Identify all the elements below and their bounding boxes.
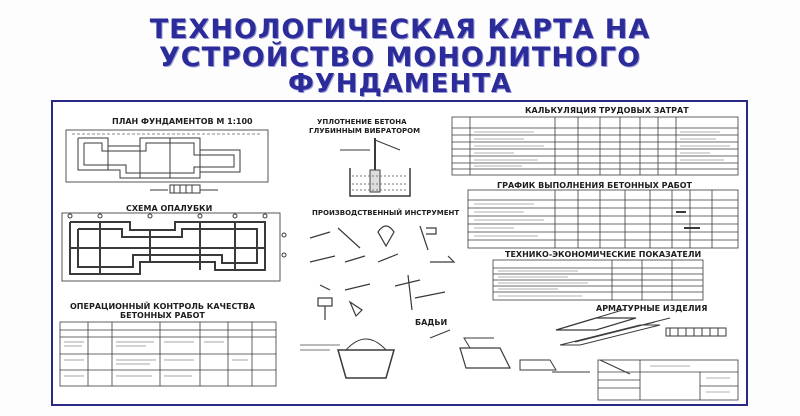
drawing-sheet-frame [51,100,748,406]
reinforcement-drawing [552,308,727,375]
vibrator-drawing [340,138,411,197]
buckets-drawing [300,329,557,379]
labor-cost-table [451,116,739,176]
labor-costs-label: КАЛЬКУЛЯЦИЯ ТРУДОВЫХ ЗАТРАТ [525,106,689,115]
poster-title-line-3: ФУНДАМЕНТА [287,69,513,99]
formwork-scheme-label: СХЕМА ОПАЛУБКИ [126,204,213,213]
operational-control-table [59,321,277,387]
foundation-plan-drawing [65,129,269,194]
formwork-scheme-drawing [61,212,287,282]
operational-control-label-2: БЕТОННЫХ РАБОТ [120,311,205,320]
poster-title-line-1: ТЕХНОЛОГИЧЕСКАЯ КАРТА НА [149,14,651,45]
tech-economic-table [492,259,704,301]
operational-control-label-1: ОПЕРАЦИОННЫЙ КОНТРОЛЬ КАЧЕСТВА [70,302,256,311]
concrete-schedule-table [467,189,739,249]
foundation-plan-label: ПЛАН ФУНДАМЕНТОВ М 1:100 [112,117,253,126]
production-tools-label: ПРОИЗВОДСТВЕННЫЙ ИНСТРУМЕНТ [312,209,460,217]
production-tools-drawing [309,225,456,320]
concrete-compaction-label-1: УПЛОТНЕНИЕ БЕТОНА [317,118,407,126]
concrete-compaction-label-2: ГЛУБИННЫМ ВИБРАТОРОМ [309,127,421,135]
title-block [597,359,739,401]
buckets-label: БАДЬИ [415,318,448,327]
tech-economic-label: ТЕХНИКО-ЭКОНОМИЧЕСКИЕ ПОКАЗАТЕЛИ [505,250,702,259]
poster-title-line-2: УСТРОЙСТВО МОНОЛИТНОГО [158,42,642,73]
concrete-schedule-label: ГРАФИК ВЫПОЛНЕНИЯ БЕТОННЫХ РАБОТ [497,181,692,190]
reinforcement-label: АРМАТУРНЫЕ ИЗДЕЛИЯ [596,304,708,313]
